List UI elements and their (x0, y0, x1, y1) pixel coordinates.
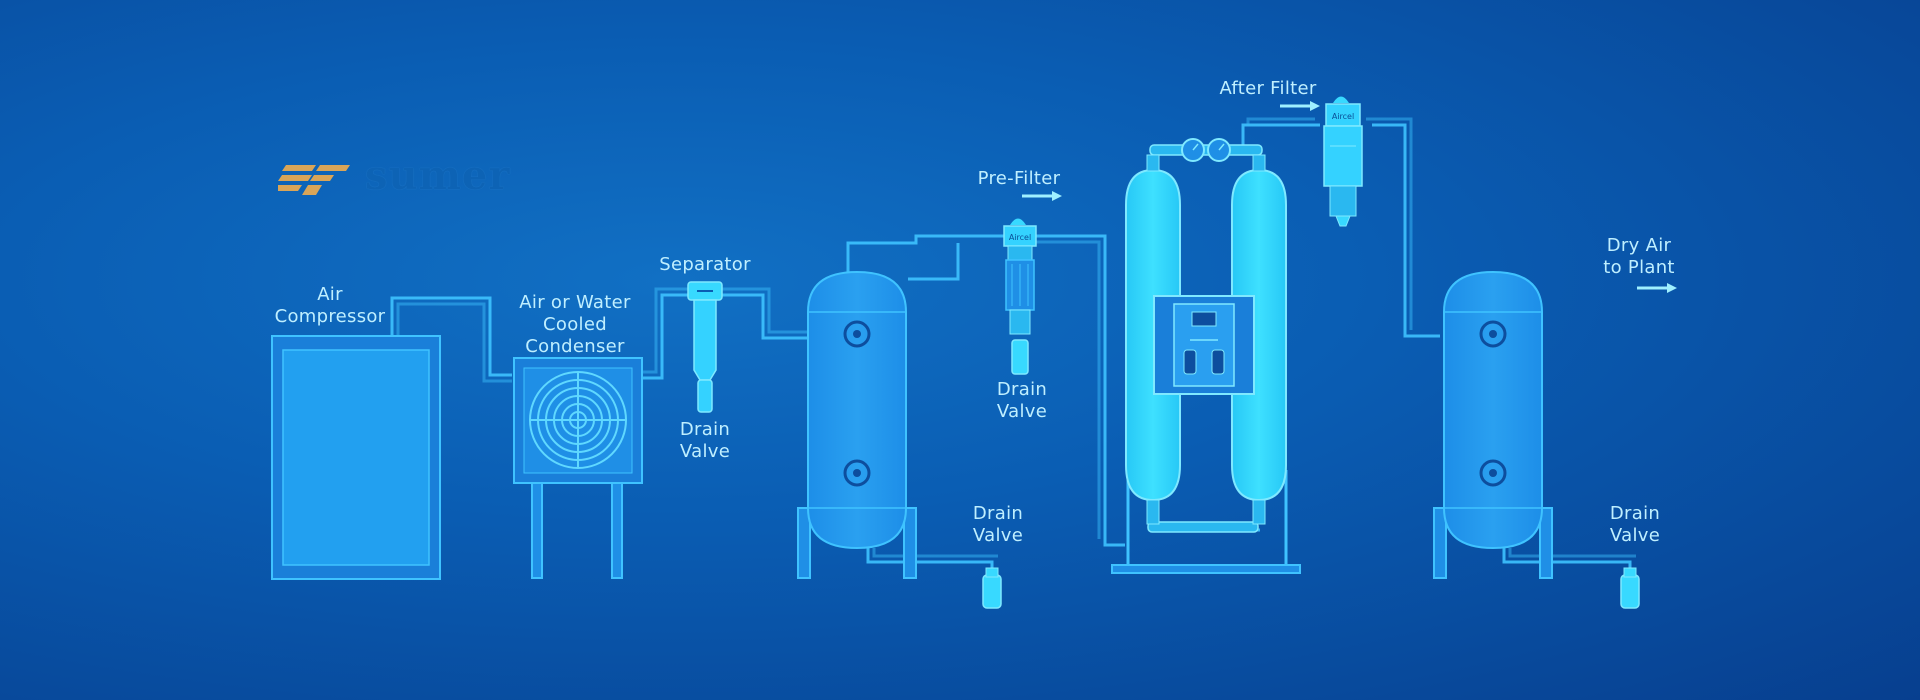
sumer-logo-icon (278, 165, 350, 195)
label-air-compressor: Air Compressor (274, 284, 386, 327)
air-compressor (271, 335, 441, 580)
label-drain-valve-3: Drain Valve (972, 503, 1024, 546)
pre-filter: Aircel (1003, 218, 1037, 375)
label-drain-valve-4: Drain Valve (1609, 503, 1661, 546)
air-water-cooled-condenser (513, 357, 643, 579)
desiccant-dryer (1111, 138, 1301, 574)
label-pre-filter: Pre-Filter (977, 168, 1061, 189)
air-receiver-tank-1 (797, 270, 917, 579)
flow-arrow-icon (1637, 283, 1677, 293)
drain-valve-4 (1620, 567, 1640, 609)
separator (687, 281, 723, 413)
flow-arrow-icon (1280, 101, 1320, 111)
label-separator: Separator (659, 254, 751, 275)
label-drain-valve-2: Drain Valve (996, 379, 1048, 422)
drain-valve-2 (982, 567, 1002, 609)
label-condenser: Air or Water Cooled Condenser (519, 292, 631, 357)
fan-icon (529, 371, 627, 469)
brand-wordmark: sumer (365, 152, 511, 199)
label-after-filter: After Filter (1219, 78, 1317, 99)
filter-brand-label: Aircel (1332, 112, 1354, 121)
flow-arrow-icon (1022, 191, 1062, 201)
air-receiver-tank-2 (1433, 270, 1553, 579)
display-icon (1191, 311, 1217, 327)
filter-brand-label: Aircel (1009, 233, 1031, 242)
label-dry-air-to-plant: Dry Air to Plant (1603, 235, 1675, 278)
after-filter: Aircel (1323, 96, 1363, 227)
label-drain-valve-1: Drain Valve (679, 419, 731, 462)
